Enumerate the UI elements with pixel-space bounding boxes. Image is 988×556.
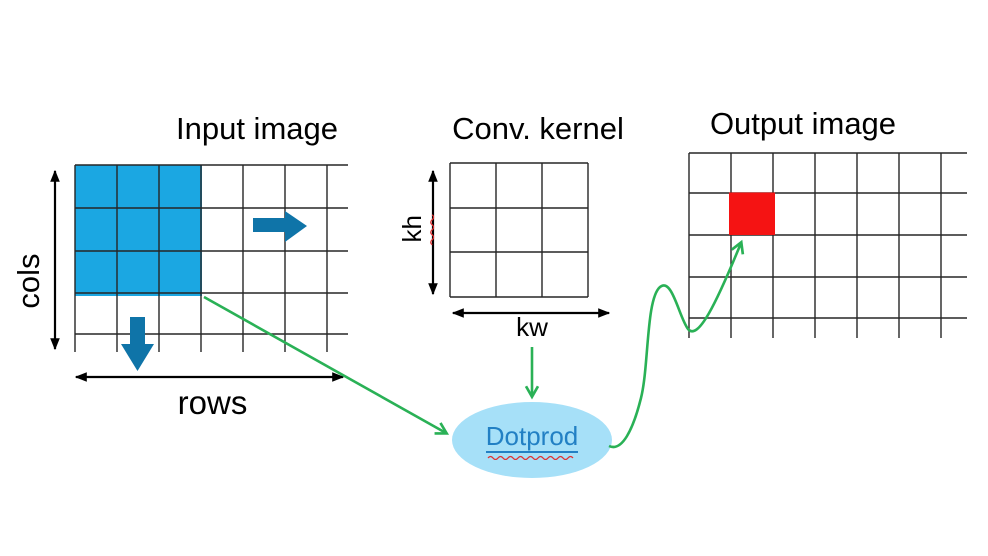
kh-axis-text: kh <box>397 215 428 243</box>
output-highlight-cell <box>729 192 775 235</box>
cols-axis-label: cols <box>10 253 46 309</box>
dotprod-link[interactable]: Dotprod <box>480 422 584 460</box>
slide-down-arrow <box>121 317 154 371</box>
rows-axis-label: rows <box>177 384 248 421</box>
kw-axis-label: kw <box>516 312 548 342</box>
dotprod-ellipse <box>452 402 612 478</box>
conv-kernel-title: Conv. kernel <box>452 111 624 146</box>
output-image-title: Output image <box>709 106 897 141</box>
kh-axis-label: kh <box>397 199 434 259</box>
output-grid <box>688 152 967 338</box>
input-grid <box>74 164 348 352</box>
kernel-grid <box>449 162 589 298</box>
slide-right-arrow <box>253 211 307 242</box>
input-image-title: Input image <box>176 111 338 146</box>
input-to-dotprod-arrow <box>203 295 450 435</box>
input-highlight-block <box>75 165 202 296</box>
dotprod-to-output-arrow <box>608 239 745 449</box>
kh-spellcheck-squiggle <box>429 214 434 246</box>
dotprod-link-text[interactable]: Dotprod <box>485 421 579 453</box>
dotprod-spellcheck-squiggle <box>487 455 574 460</box>
